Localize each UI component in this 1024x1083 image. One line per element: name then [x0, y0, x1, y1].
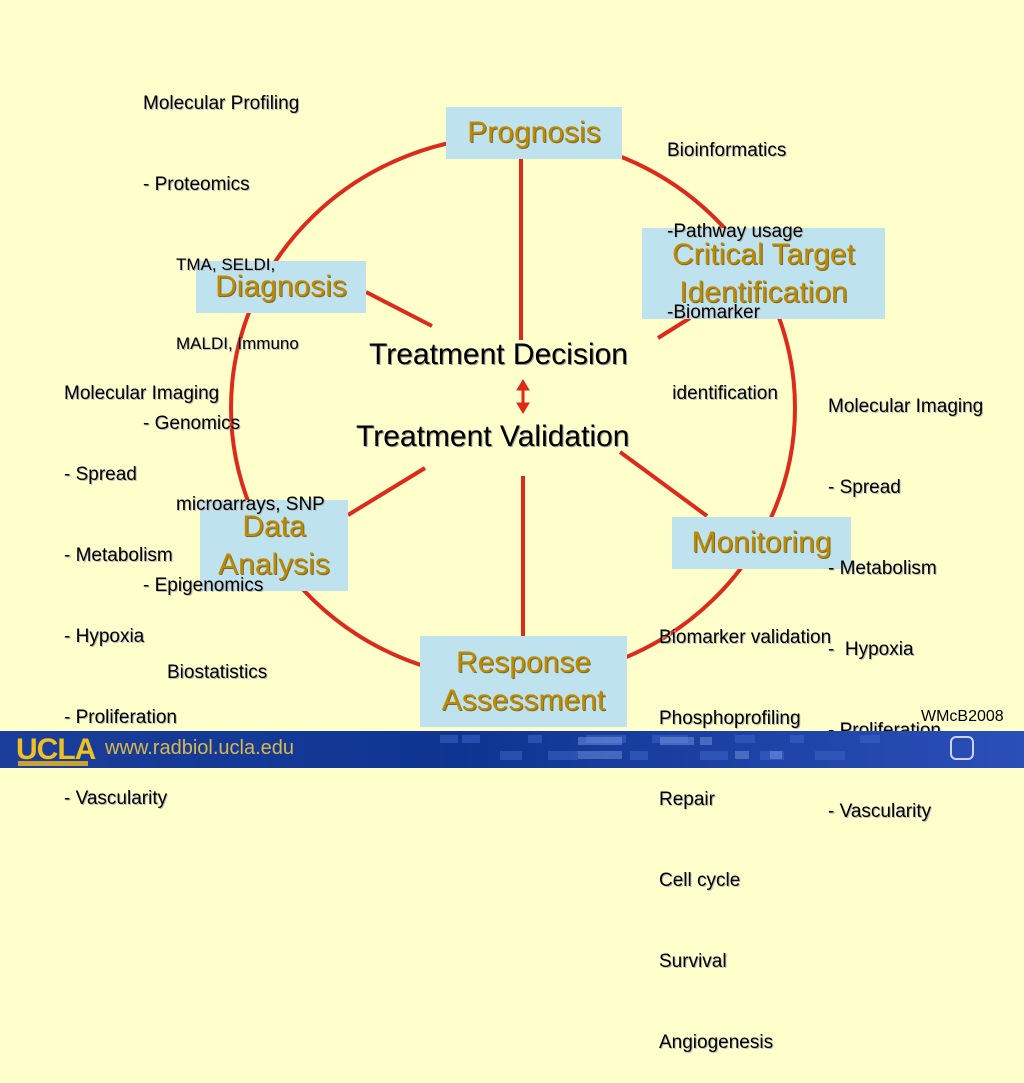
- ucla-logo: UCLA: [16, 733, 96, 766]
- footer-bar: UCLA www.radbiol.ucla.edu: [0, 731, 1024, 768]
- node-data-analysis: Data Analysis: [200, 500, 348, 591]
- credit-text: WMcB2008: [921, 708, 1004, 725]
- note-line: - Metabolism: [828, 558, 937, 579]
- treatment-validation: Treatment Validation: [356, 420, 630, 453]
- footer-url-link[interactable]: www.radbiol.ucla.edu: [105, 737, 294, 759]
- note-biostatistics: Biostatistics: [167, 662, 268, 683]
- logo-underline: [18, 761, 88, 766]
- node-prognosis-label: Prognosis: [467, 116, 601, 149]
- note-line: - Vascularity: [64, 788, 168, 809]
- note-line: -Pathway usage: [667, 221, 804, 242]
- note-line: TMA, SELDI,: [176, 255, 276, 274]
- note-line: - Metabolism: [64, 545, 173, 566]
- note-line: Molecular Imaging: [64, 383, 220, 404]
- node-monitoring: Monitoring: [672, 517, 851, 569]
- note-line: - Proteomics: [143, 174, 250, 195]
- node-critical-target-label: Critical Target Identification: [672, 237, 855, 309]
- node-prognosis: Prognosis: [446, 107, 622, 159]
- note-line: - Epigenomics: [143, 575, 264, 596]
- note-line: - Vascularity: [828, 801, 932, 822]
- spoke-data-analysis: [346, 466, 427, 517]
- node-data-analysis-label: Data Analysis: [218, 509, 330, 581]
- note-line: Cell cycle: [659, 870, 741, 891]
- node-response-assessment-label: Response Assessment: [441, 645, 606, 717]
- note-imaging-right: Molecular Imaging - Spread - Metabolism …: [828, 339, 983, 852]
- note-line: -Biomarker: [667, 302, 760, 323]
- note-line: identification: [667, 383, 778, 404]
- note-molecular-profiling: Molecular Profiling - Proteomics TMA, SE…: [143, 36, 325, 626]
- spoke-critical-target: [656, 316, 692, 340]
- note-line: - Genomics: [143, 413, 241, 434]
- note-line: Molecular Profiling: [143, 93, 300, 114]
- node-diagnosis: Diagnosis: [196, 261, 366, 313]
- note-monitoring-list: Biomarker validation Phosphoprofiling Re…: [659, 570, 831, 1083]
- node-monitoring-label: Monitoring: [691, 526, 832, 559]
- note-line: Angiogenesis: [659, 1032, 774, 1053]
- note-line: - Hypoxia: [828, 639, 914, 660]
- note-line: Biomarker validation: [659, 627, 832, 648]
- treatment-decision: Treatment Decision: [369, 338, 628, 371]
- note-line: Molecular Imaging: [828, 396, 984, 417]
- note-line: microarrays, SNP: [176, 494, 325, 515]
- slide-nav-button[interactable]: [950, 736, 974, 760]
- note-line: Bioinformatics: [667, 140, 787, 161]
- note-line: MALDI, Immuno: [176, 334, 299, 353]
- note-line: - Spread: [828, 477, 901, 498]
- node-response-assessment: Response Assessment: [420, 636, 627, 727]
- note-line: Repair: [659, 789, 715, 810]
- note-line: Phosphoprofiling: [659, 708, 801, 729]
- note-line: - Proliferation: [64, 707, 177, 728]
- node-critical-target: Critical Target Identification: [642, 228, 885, 319]
- spoke-diagnosis: [365, 290, 433, 328]
- note-bioinformatics: Bioinformatics -Pathway usage -Biomarker…: [667, 83, 803, 434]
- node-diagnosis-label: Diagnosis: [215, 270, 347, 303]
- note-line: - Hypoxia: [64, 626, 145, 647]
- spoke-monitoring: [618, 450, 709, 518]
- double-arrow-icon: [516, 379, 530, 414]
- footer-pattern: [440, 735, 880, 760]
- note-line: - Spread: [64, 464, 137, 485]
- note-line: Survival: [659, 951, 727, 972]
